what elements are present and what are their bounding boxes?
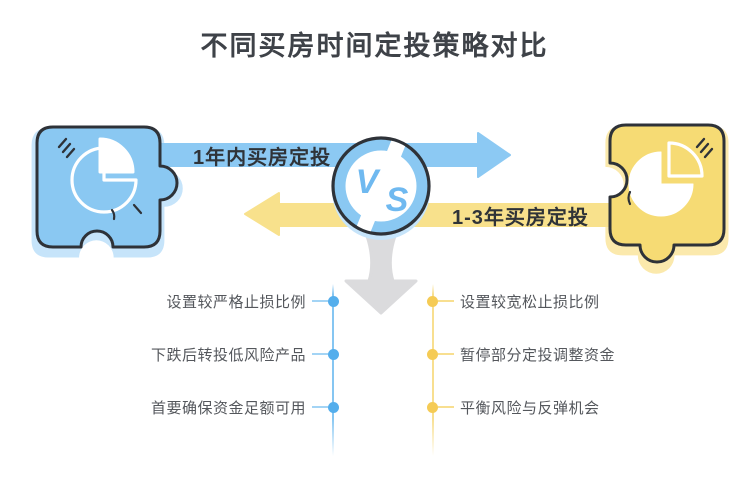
- list-item: 暂停部分定投调整资金: [427, 343, 615, 365]
- list-item: 下跌后转投低风险产品: [151, 343, 339, 365]
- right-timeline-rail: [432, 284, 434, 456]
- pie-chart-icon: [70, 137, 143, 221]
- strategy-item-text: 暂停部分定投调整资金: [460, 346, 616, 364]
- vs-letter-v: V: [356, 163, 382, 201]
- strategy-item-text: 设置较宽松止损比例: [460, 293, 600, 311]
- list-item: 设置较严格止损比例: [166, 290, 339, 312]
- strategy-item-text: 平衡风险与反弹机会: [460, 399, 600, 417]
- connector-line: [312, 300, 328, 302]
- list-item: 设置较宽松止损比例: [427, 290, 600, 312]
- pie-chart-icon: [627, 141, 704, 217]
- speed-lines-icon: [57, 137, 76, 159]
- long-term-strategy-label: 1-3年买房定投: [452, 207, 589, 229]
- page-title: 不同买房时间定投策略对比: [200, 31, 549, 61]
- bullet-dot: [328, 401, 339, 413]
- right-puzzle-piece: [608, 123, 726, 264]
- down-arrow-icon: [344, 234, 418, 315]
- connector-line: [312, 353, 328, 355]
- connector-line: [438, 300, 454, 302]
- vs-letter-s: S: [386, 181, 409, 219]
- strategy-item-text: 首要确保资金足额可用: [150, 399, 306, 417]
- left-pointing-arrow: [244, 192, 613, 236]
- connector-line: [438, 406, 454, 408]
- speed-lines-icon: [695, 137, 714, 159]
- list-item: 首要确保资金足额可用: [151, 396, 339, 418]
- short-term-strategy-label: 1年内买房定投: [193, 147, 332, 169]
- vs-badge-icon: V S: [331, 136, 431, 240]
- strategy-item-text: 设置较严格止损比例: [166, 293, 306, 311]
- left-timeline-rail: [332, 284, 334, 456]
- bullet-dot: [427, 295, 438, 307]
- connector-line: [312, 406, 328, 408]
- connector-line: [438, 353, 454, 355]
- bullet-dot: [328, 295, 339, 307]
- bullet-dot: [328, 348, 339, 360]
- list-item: 平衡风险与反弹机会: [427, 396, 600, 418]
- bullet-dot: [427, 348, 438, 360]
- strategy-item-text: 下跌后转投低风险产品: [150, 346, 306, 364]
- left-puzzle-piece: [35, 125, 179, 249]
- bullet-dot: [427, 401, 438, 413]
